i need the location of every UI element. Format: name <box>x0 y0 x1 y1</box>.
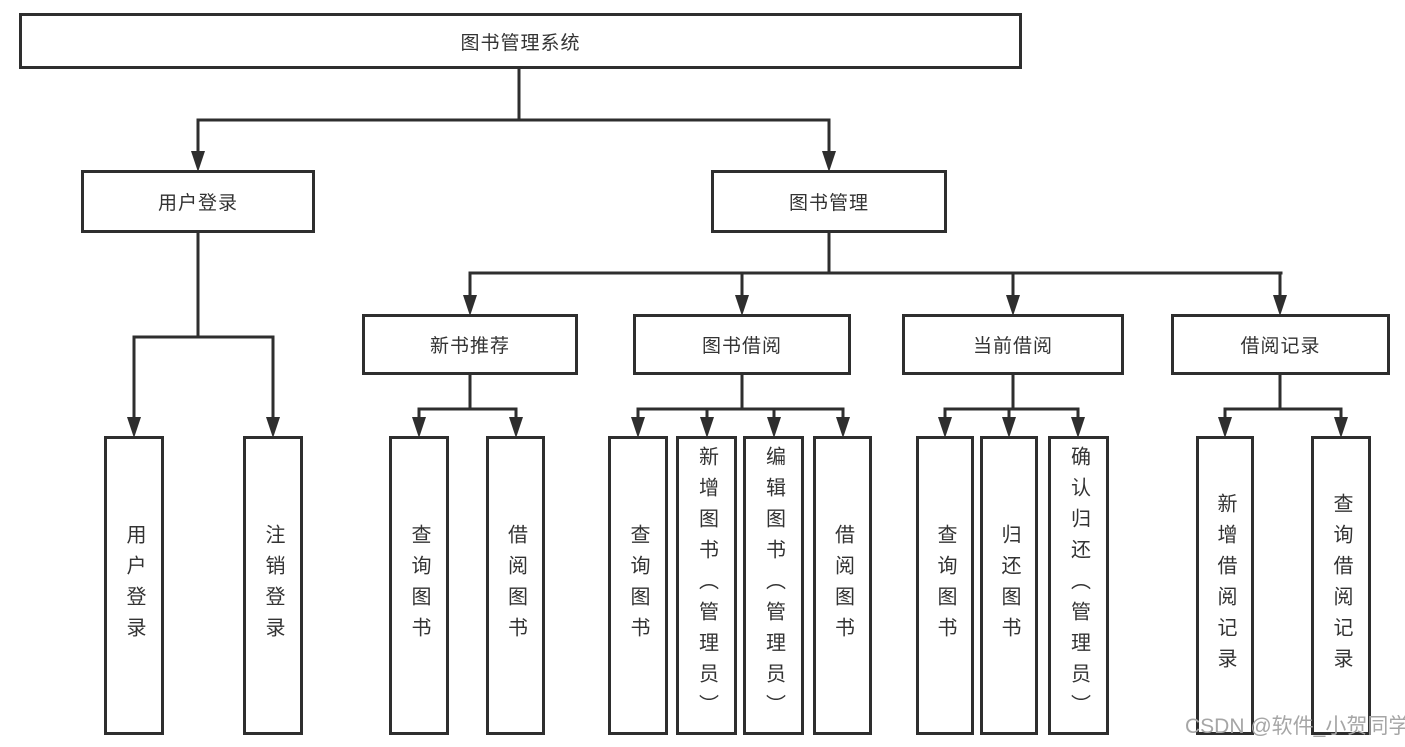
leaf-logout: 注销登录 <box>243 436 303 735</box>
node-new-book-recommend: 新书推荐 <box>362 314 578 375</box>
arrowhead-book-borrow <box>735 295 749 316</box>
leaf-nb-borrow-books: 借阅图书 <box>486 436 545 735</box>
leaf-cb-return-books-label: 归还图书 <box>998 523 1020 648</box>
node-current-borrow: 当前借阅 <box>902 314 1124 375</box>
node-root: 图书管理系统 <box>19 13 1022 69</box>
leaf-br-query-record: 查询借阅记录 <box>1311 436 1371 735</box>
leaf-bb-edit-books-admin: 编辑图书（管理员） <box>743 436 804 735</box>
node-borrow-records: 借阅记录 <box>1171 314 1390 375</box>
leaf-nb-query-books: 查询图书 <box>389 436 449 735</box>
node-new-book-recommend-label: 新书推荐 <box>429 336 510 357</box>
node-user-login: 用户登录 <box>81 170 315 233</box>
arrowhead-bb-query <box>631 417 645 438</box>
node-book-management-label: 图书管理 <box>788 193 869 214</box>
leaf-cb-confirm-return-admin: 确认归还（管理员） <box>1048 436 1109 735</box>
arrowhead-nb-query <box>412 417 426 438</box>
arrowhead-br-query <box>1334 417 1348 438</box>
leaf-cb-confirm-return-admin-label: 确认归还（管理员） <box>1067 446 1090 725</box>
leaf-cb-return-books: 归还图书 <box>980 436 1038 735</box>
leaf-bb-edit-books-admin-label: 编辑图书（管理员） <box>762 446 785 725</box>
arrowhead-new-book <box>463 295 477 316</box>
leaf-br-add-record-label: 新增借阅记录 <box>1214 492 1236 679</box>
arrowhead-nb-borrow <box>509 417 523 438</box>
leaf-bb-query-books: 查询图书 <box>608 436 668 735</box>
arrowhead-current-borrow <box>1006 295 1020 316</box>
leaf-nb-borrow-books-label: 借阅图书 <box>504 523 527 648</box>
node-user-login-label: 用户登录 <box>157 193 238 214</box>
arrowhead-cb-query <box>938 417 952 438</box>
leaf-bb-add-books-admin: 新增图书（管理员） <box>676 436 737 735</box>
arrowhead-book-management <box>822 151 836 172</box>
arrowhead-cb-return <box>1002 417 1016 438</box>
arrowhead-cb-confirm <box>1071 417 1085 438</box>
leaf-cb-query-books: 查询图书 <box>916 436 974 735</box>
arrowhead-br-add <box>1218 417 1232 438</box>
arrowhead-borrow-records <box>1273 295 1287 316</box>
node-root-label: 图书管理系统 <box>460 32 581 54</box>
leaf-bb-add-books-admin-label: 新增图书（管理员） <box>695 446 718 725</box>
arrowhead-leaf-login <box>127 417 141 438</box>
node-book-management: 图书管理 <box>711 170 947 233</box>
node-current-borrow-label: 当前借阅 <box>972 336 1053 357</box>
node-book-borrow-label: 图书借阅 <box>701 336 782 357</box>
leaf-cb-query-books-label: 查询图书 <box>934 523 956 648</box>
leaf-logout-label: 注销登录 <box>262 523 284 648</box>
node-borrow-records-label: 借阅记录 <box>1240 336 1321 357</box>
node-book-borrow: 图书借阅 <box>633 314 851 375</box>
leaf-bb-query-books-label: 查询图书 <box>627 523 649 648</box>
leaf-bb-borrow-books: 借阅图书 <box>813 436 872 735</box>
arrowhead-user-login <box>191 151 205 172</box>
leaf-user-login-label: 用户登录 <box>123 523 145 648</box>
leaf-bb-borrow-books-label: 借阅图书 <box>831 523 854 648</box>
leaf-br-add-record: 新增借阅记录 <box>1196 436 1254 735</box>
leaf-nb-query-books-label: 查询图书 <box>408 523 430 648</box>
leaf-br-query-record-label: 查询借阅记录 <box>1330 492 1352 679</box>
arrowhead-bb-add <box>700 417 714 438</box>
arrowhead-bb-borrow <box>836 417 850 438</box>
arrowheads <box>127 151 1348 438</box>
arrowhead-bb-edit <box>767 417 781 438</box>
leaf-user-login: 用户登录 <box>104 436 164 735</box>
arrowhead-leaf-logout <box>266 417 280 438</box>
